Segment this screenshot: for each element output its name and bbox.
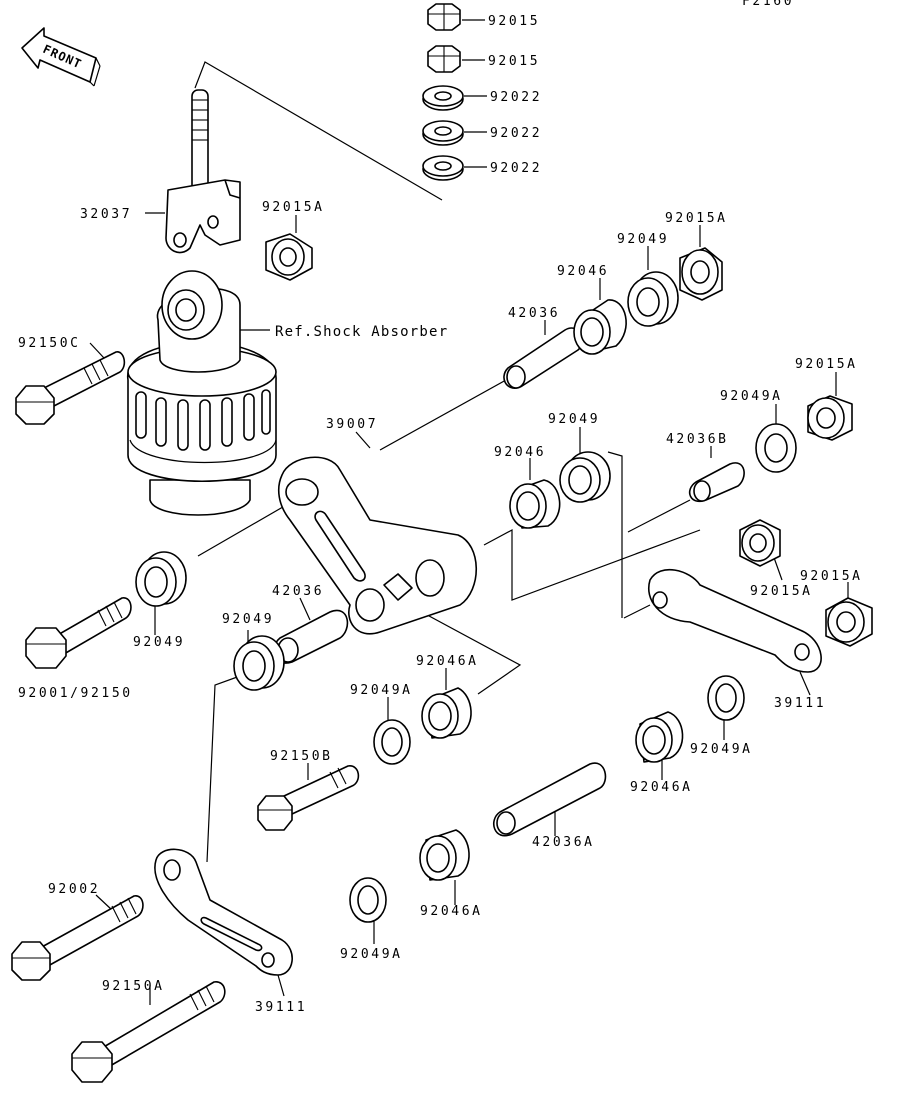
oil-seal-icon <box>373 719 411 765</box>
part-label-92015[interactable]: 92015 <box>488 14 540 29</box>
flat-washer-icon <box>422 85 464 111</box>
needle-bearing-icon <box>509 479 561 529</box>
tie-rod-icon <box>648 568 822 673</box>
oil-seal-icon <box>135 551 187 607</box>
part-label-42036[interactable]: 42036 <box>508 306 560 321</box>
hex-nut-icon <box>427 45 461 73</box>
flange-bolt-icon <box>257 765 360 831</box>
shock-absorber-icon <box>127 270 277 516</box>
flange-bolt-icon <box>15 351 126 425</box>
part-label-39111[interactable]: 39111 <box>774 696 826 711</box>
part-label-92022[interactable]: 92022 <box>490 126 542 141</box>
spacer-sleeve-icon <box>688 462 745 503</box>
part-label-39007[interactable]: 39007 <box>326 417 378 432</box>
part-label-92015A[interactable]: 92015A <box>665 211 728 226</box>
part-label-92022[interactable]: 92022 <box>490 90 542 105</box>
part-label-92049A[interactable]: 92049A <box>690 742 753 757</box>
part-label-92015A[interactable]: 92015A <box>795 357 858 372</box>
part-label-42036B[interactable]: 42036B <box>666 432 729 447</box>
flange-bolt-icon <box>11 895 144 981</box>
needle-bearing-icon <box>573 299 627 355</box>
part-label-92001-92150[interactable]: 92001/92150 <box>18 686 133 701</box>
part-label-92049[interactable]: 92049 <box>133 635 185 650</box>
part-label-92015A[interactable]: 92015A <box>800 569 863 584</box>
part-label-92015A[interactable]: 92015A <box>262 200 325 215</box>
flange-nut-icon <box>807 395 853 441</box>
part-label-92150A[interactable]: 92150A <box>102 979 165 994</box>
needle-bearing-icon <box>421 687 472 739</box>
oil-seal-icon <box>559 451 611 503</box>
part-label-39111[interactable]: 39111 <box>255 1000 307 1015</box>
part-label-92015A[interactable]: 92015A <box>750 584 813 599</box>
part-labels: 92015 92015 92022 92022 92022 32037 9201… <box>18 14 863 1015</box>
part-label-92046[interactable]: 92046 <box>557 264 609 279</box>
spacer-sleeve-icon <box>503 327 584 389</box>
part-label-92022[interactable]: 92022 <box>490 161 542 176</box>
oil-seal-icon <box>349 877 387 923</box>
flat-washer-icon <box>422 120 464 146</box>
rocker-arm-icon <box>277 456 478 635</box>
part-label-42036A[interactable]: 42036A <box>532 835 595 850</box>
oil-seal-icon <box>627 271 679 327</box>
oil-seal-icon <box>755 423 797 473</box>
part-label-92049A[interactable]: 92049A <box>720 389 783 404</box>
front-arrow-icon: FRONT <box>21 27 101 87</box>
bracket-stud-icon <box>165 89 241 254</box>
needle-bearing-icon <box>635 711 684 763</box>
figure-code: F2160 <box>742 0 794 9</box>
part-label-92015[interactable]: 92015 <box>488 54 540 69</box>
part-label-92046A[interactable]: 92046A <box>630 780 693 795</box>
flat-washer-icon <box>422 155 464 181</box>
part-label-92046[interactable]: 92046 <box>494 445 546 460</box>
ref-shock-absorber-label: Ref.Shock Absorber <box>275 324 448 340</box>
flange-nut-icon <box>679 247 723 301</box>
flange-nut-icon <box>825 597 873 647</box>
flange-nut-icon <box>265 233 313 281</box>
part-label-92049[interactable]: 92049 <box>222 612 274 627</box>
part-label-92049[interactable]: 92049 <box>548 412 600 427</box>
part-label-92049[interactable]: 92049 <box>617 232 669 247</box>
part-label-92002[interactable]: 92002 <box>48 882 100 897</box>
part-label-92049A[interactable]: 92049A <box>340 947 403 962</box>
part-label-32037[interactable]: 32037 <box>80 207 132 222</box>
flange-bolt-icon <box>25 597 132 669</box>
flange-bolt-icon <box>71 981 226 1083</box>
spacer-sleeve-icon <box>492 762 607 837</box>
part-label-92150B[interactable]: 92150B <box>270 749 333 764</box>
oil-seal-icon <box>233 635 285 691</box>
needle-bearing-icon <box>419 829 470 881</box>
part-label-92046A[interactable]: 92046A <box>416 654 479 669</box>
flange-nut-icon <box>739 519 781 567</box>
part-label-92046A[interactable]: 92046A <box>420 904 483 919</box>
tie-rod-icon <box>154 848 293 976</box>
spacer-sleeve-icon <box>272 609 349 664</box>
part-label-42036[interactable]: 42036 <box>272 584 324 599</box>
hex-nut-icon <box>427 3 461 31</box>
part-label-92150C[interactable]: 92150C <box>18 336 81 351</box>
oil-seal-icon <box>707 675 745 721</box>
part-label-92049A[interactable]: 92049A <box>350 683 413 698</box>
